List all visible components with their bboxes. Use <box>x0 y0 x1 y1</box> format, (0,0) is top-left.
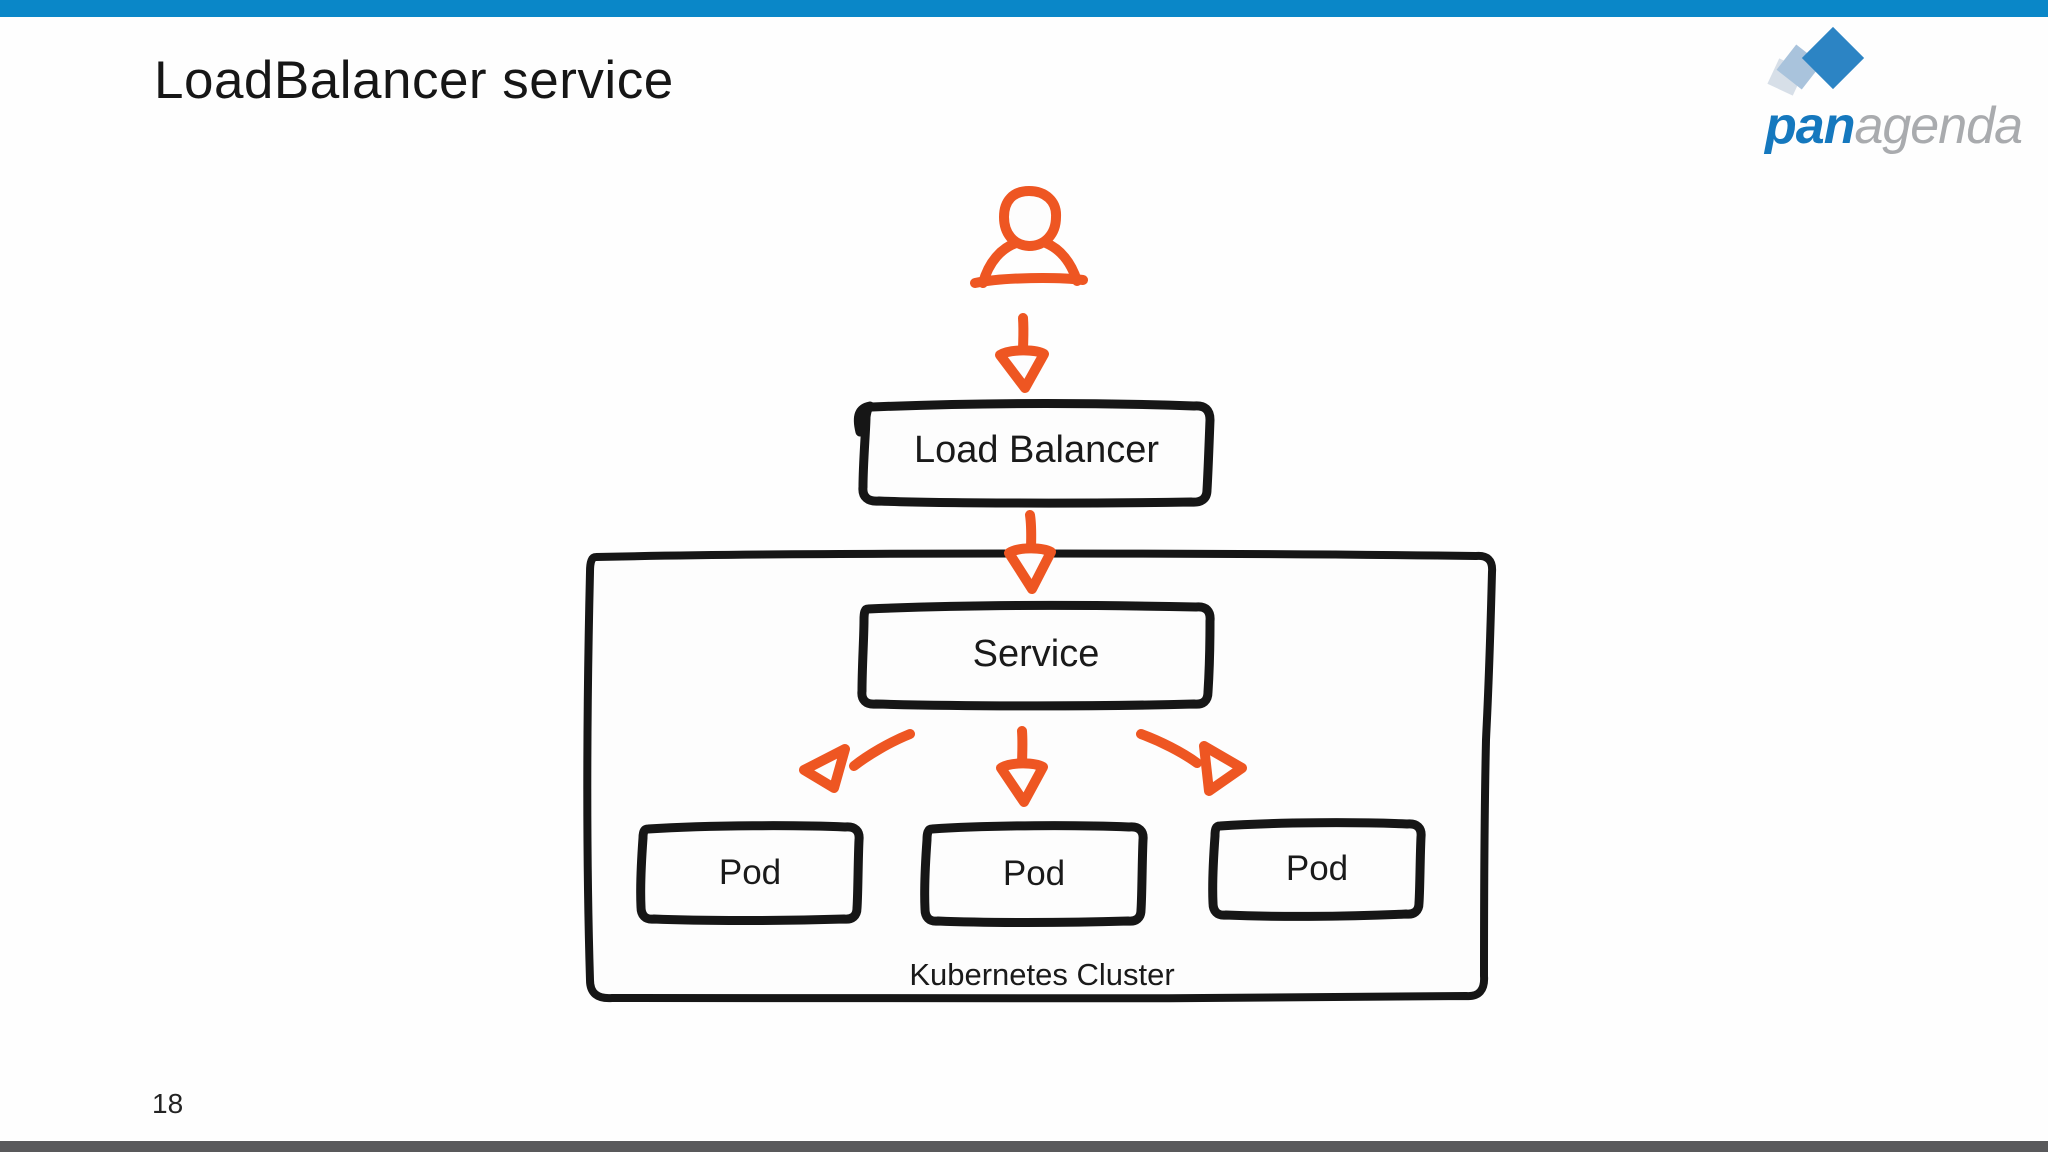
arrow-stem <box>1136 729 1202 768</box>
slide-title: LoadBalancer service <box>154 51 674 110</box>
pod-box-1 <box>636 821 864 925</box>
kubernetes-cluster-label: Kubernetes Cluster <box>909 957 1175 992</box>
pod-label-1: Pod <box>718 853 782 892</box>
load-balancer-box <box>858 399 1215 508</box>
bottom-bar <box>0 1141 2048 1152</box>
user-icon <box>970 186 1088 288</box>
pod-box-3 <box>1208 818 1426 921</box>
top-accent-bar <box>0 0 2048 17</box>
logo-wordmark-light: agenda <box>1854 97 2023 155</box>
arrow-head <box>1199 741 1247 796</box>
arrow-service-to-pod1 <box>799 729 915 793</box>
page-number: 18 <box>152 1088 184 1119</box>
panagenda-logo: panagenda <box>1690 20 2030 160</box>
arrow-head <box>995 345 1049 393</box>
arrow-head <box>1004 543 1056 594</box>
load-balancer-box-stroke-tail <box>853 401 875 437</box>
service-label: Service <box>972 633 1100 675</box>
service-box <box>857 600 1215 711</box>
load-balancer-label: Load Balancer <box>913 428 1160 471</box>
pod-label-3: Pod <box>1285 849 1349 888</box>
arrow-service-to-pod3 <box>1136 729 1247 796</box>
arrow-service-to-pod2 <box>996 726 1048 807</box>
arrow-head <box>996 758 1048 807</box>
arrow-user-to-lb <box>995 313 1049 393</box>
logo-wordmark: panagenda <box>1765 96 2023 156</box>
pod-label-2: Pod <box>1002 854 1066 893</box>
user-icon-base-line <box>970 273 1088 288</box>
logo-wordmark-bold: pan <box>1765 97 1855 155</box>
arrow-head <box>799 744 850 793</box>
arrow-stem <box>849 729 915 771</box>
pod-box-2 <box>920 821 1148 927</box>
arrow-lb-to-service <box>1004 510 1056 594</box>
user-icon-head <box>999 186 1061 251</box>
